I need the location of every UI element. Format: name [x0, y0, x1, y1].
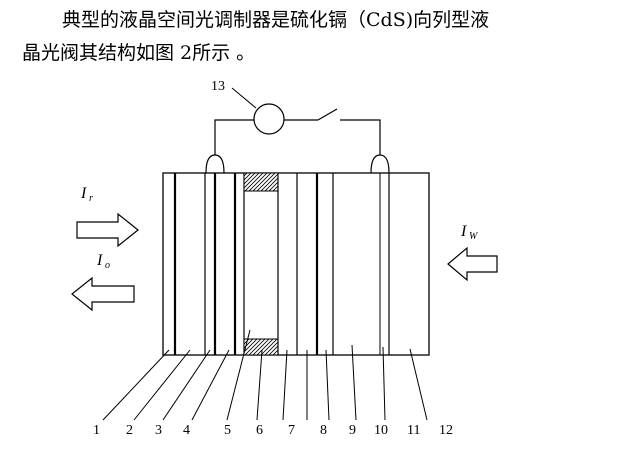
label-io: I [96, 252, 103, 269]
switch-label: 13 [211, 79, 225, 94]
label-ir-sub: r [89, 193, 93, 204]
part-label: 5 [224, 423, 231, 438]
meter-icon [253, 103, 285, 135]
part-label: 6 [256, 423, 263, 438]
valve-body [162, 172, 430, 356]
label-io-sub: o [105, 260, 110, 271]
part-label: 2 [126, 423, 133, 438]
part-label: 10 [374, 423, 388, 438]
part-label: 8 [320, 423, 327, 438]
circuit-wire-right [340, 119, 381, 163]
paragraph-line-2: 晶光阀其结构如图 2所示 。 [22, 42, 256, 64]
part-label: 3 [155, 423, 162, 438]
arrow-left-icon [447, 246, 498, 282]
electrode-cap-left [205, 154, 225, 174]
switch-leader-line [231, 87, 257, 109]
arrow-right-icon [76, 212, 139, 248]
body-paragraph: 典型的液晶空间光调制器是硫化镉（CdS)向列型液 晶光阀其结构如图 2所示 。 [22, 4, 607, 70]
part-label: 9 [349, 423, 356, 438]
label-iw-sub: W [469, 231, 479, 242]
paragraph-line-1: 典型的液晶空间光调制器是硫化镉（CdS)向列型液 [62, 9, 490, 31]
valve-outline [162, 172, 430, 356]
label-ir: I [80, 185, 87, 202]
part-label: 1 [93, 423, 100, 438]
part-number-labels: 1 2 3 4 5 6 7 8 9 10 11 12 [93, 423, 453, 438]
part-label: 12 [439, 423, 453, 438]
leader-lines [102, 329, 428, 421]
circuit-wire-left [214, 119, 254, 163]
arrows [71, 212, 498, 312]
spacer-top [243, 172, 279, 192]
part-label: 11 [407, 423, 420, 438]
arrow-left-icon [71, 276, 135, 312]
spacer-bottom [243, 338, 279, 356]
part-label: 7 [288, 423, 295, 438]
circuit [205, 87, 390, 174]
part-label: 4 [183, 423, 190, 438]
label-iw: I [460, 223, 467, 240]
electrode-cap-right [370, 154, 390, 174]
switch-blade-icon [317, 108, 338, 121]
